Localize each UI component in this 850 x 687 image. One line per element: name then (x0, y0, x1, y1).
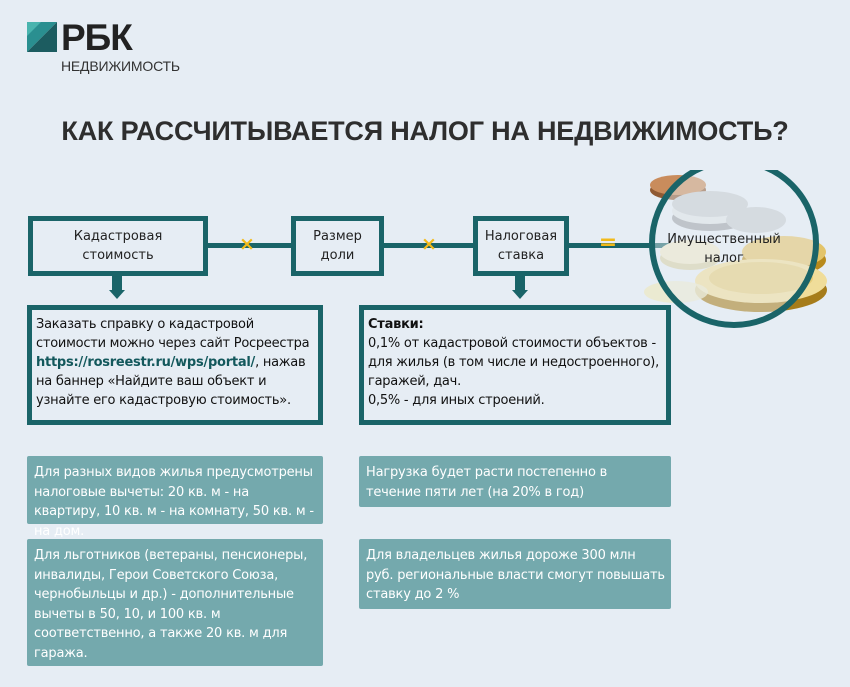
cadastral-pointer-arrow (109, 290, 125, 299)
rate-pointer-stem (515, 276, 525, 290)
rates-info-box: Ставки: 0,1% от кадастровой стоимости об… (359, 305, 671, 425)
coins-icon (644, 170, 827, 328)
cadastral-info-text-after: , нажав на баннер «Найдите ваш объект и … (36, 355, 306, 408)
rates-line-1: 0,1% от кадастровой стоимости объектов -… (368, 336, 660, 389)
step-cadastral-value-label: Кадастровая стоимость (73, 229, 163, 263)
logo-subtitle: НЕДВИЖИМОСТЬ (61, 58, 180, 74)
rates-heading: Ставки: (368, 317, 424, 332)
page-title: КАК РАССЧИТЫВАЕТСЯ НАЛОГ НА НЕДВИЖИМОСТЬ… (61, 116, 789, 146)
cadastral-pointer-stem (112, 276, 122, 290)
rates-line-2: 0,5% - для иных строений. (368, 393, 545, 408)
note-expensive-housing: Для владельцев жилья дороже 300 млн руб.… (359, 539, 671, 609)
rosreestr-link[interactable]: https://rosreestr.ru/wps/portal/ (36, 355, 256, 370)
note-privileged-deductions: Для льготников (ветераны, пенсионеры, ин… (27, 539, 323, 666)
multiply-operator-1: × (239, 233, 255, 255)
result-property-tax-label: Имущественный налог (667, 232, 781, 266)
cadastral-info-box: Заказать справку о кадастровой стоимости… (27, 305, 323, 425)
step-tax-rate-label: Налоговая ставка (484, 229, 558, 263)
multiply-operator-2: × (421, 233, 437, 255)
note-tax-deductions: Для разных видов жилья предусмотрены нал… (27, 456, 323, 539)
step-cadastral-value: Кадастровая стоимость (28, 216, 208, 276)
step-tax-rate: Налоговая ставка (473, 216, 569, 276)
step-share-size: Размер доли (291, 216, 384, 276)
step-share-size-label: Размер доли (313, 229, 362, 263)
cadastral-info-text-before: Заказать справку о кадастровой стоимости… (36, 317, 310, 351)
logo-name: РБК (61, 17, 133, 58)
note-gradual-increase: Нагрузка будет расти постепенно в течени… (359, 456, 671, 507)
formula-connector-line (200, 243, 670, 248)
logo-mark-icon (27, 22, 57, 52)
rate-pointer-arrow (512, 290, 528, 299)
equals-operator: = (598, 230, 618, 255)
